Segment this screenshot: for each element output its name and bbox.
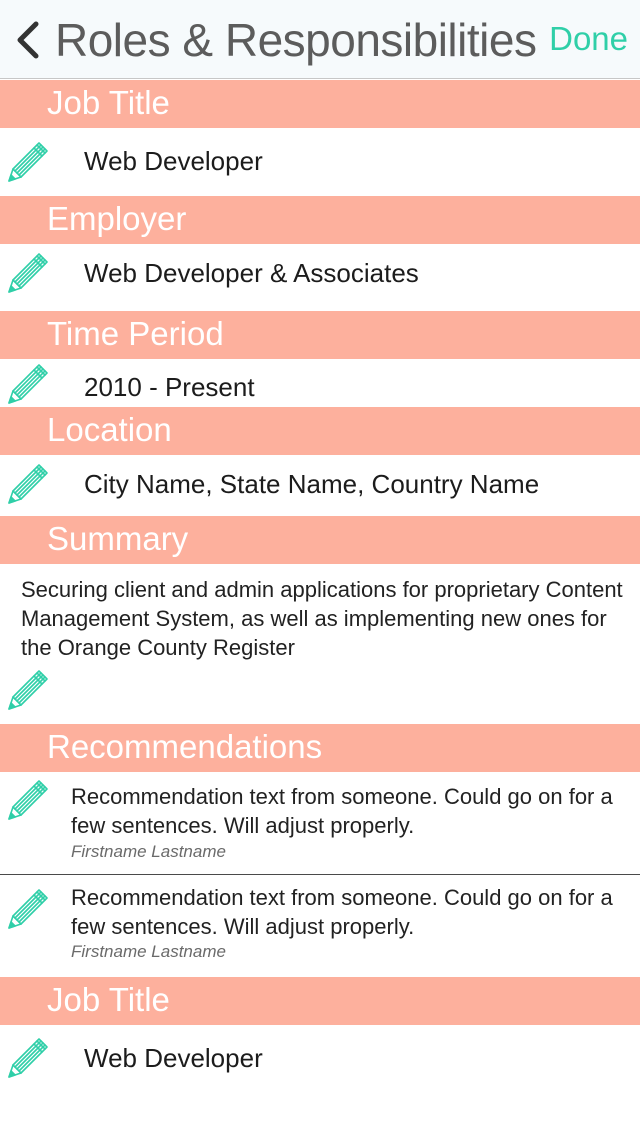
- location-row[interactable]: City Name, State Name, Country Name: [0, 455, 640, 516]
- section-header-employer: Employer: [0, 196, 640, 244]
- section-header-summary: Summary: [0, 516, 640, 564]
- pencil-icon[interactable]: [6, 776, 52, 822]
- section-header-recommendations: Recommendations: [0, 724, 640, 772]
- section-header-job-title: Job Title: [0, 80, 640, 128]
- pencil-icon[interactable]: [6, 666, 52, 712]
- section-header-label: Job Title: [47, 84, 170, 121]
- time-period-value: 2010 - Present: [84, 372, 255, 402]
- time-period-row[interactable]: 2010 - Present: [0, 359, 640, 407]
- job-title-value: Web Developer: [84, 146, 263, 176]
- divider: [0, 874, 640, 875]
- employer-value: Web Developer & Associates: [84, 258, 419, 288]
- recommendation-item[interactable]: Recommendation text from someone. Could …: [0, 772, 640, 874]
- section-header-label: Job Title: [47, 981, 170, 1018]
- section-header-location: Location: [0, 407, 640, 455]
- chevron-left-icon: [17, 21, 39, 59]
- section-header-label: Time Period: [47, 315, 224, 352]
- recommendation-item[interactable]: Recommendation text from someone. Could …: [0, 875, 640, 976]
- done-button[interactable]: Done: [549, 20, 628, 57]
- location-value: City Name, State Name, Country Name: [84, 469, 540, 499]
- recommendation-author: Firstname Lastname: [71, 842, 226, 861]
- recommendation-text: Recommendation text from someone. Could …: [71, 784, 613, 838]
- job-title-row[interactable]: Web Developer: [0, 1025, 640, 1095]
- section-header-label: Recommendations: [47, 728, 323, 765]
- employer-row[interactable]: Web Developer & Associates: [0, 244, 640, 311]
- pencil-icon[interactable]: [6, 138, 52, 184]
- recommendation-author: Firstname Lastname: [71, 942, 226, 961]
- pencil-icon[interactable]: [6, 460, 52, 506]
- job-title-value: Web Developer: [84, 1043, 263, 1073]
- recommendation-text: Recommendation text from someone. Could …: [71, 885, 613, 939]
- section-header-label: Location: [47, 411, 172, 448]
- summary-text: Securing client and admin applications f…: [21, 577, 623, 660]
- job-title-row[interactable]: Web Developer: [0, 128, 640, 196]
- section-header-label: Summary: [47, 520, 189, 557]
- pencil-icon[interactable]: [6, 360, 52, 406]
- pencil-icon[interactable]: [6, 1034, 52, 1080]
- page-title: Roles & Responsibilities: [55, 14, 537, 66]
- section-header-label: Employer: [47, 200, 187, 237]
- pencil-icon[interactable]: [6, 885, 52, 931]
- navigation-bar: Roles & Responsibilities Done: [0, 0, 640, 79]
- pencil-icon[interactable]: [6, 249, 52, 295]
- back-button[interactable]: [14, 20, 44, 60]
- section-header-time-period: Time Period: [0, 311, 640, 359]
- section-header-job-title: Job Title: [0, 977, 640, 1025]
